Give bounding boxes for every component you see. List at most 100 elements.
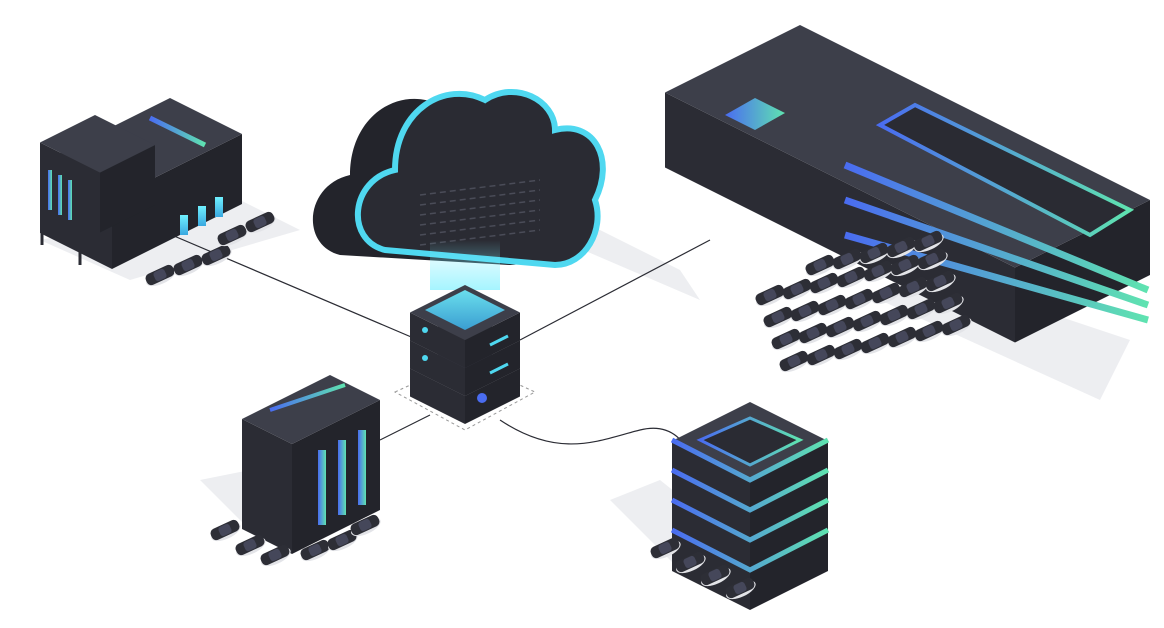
car-roof [153,268,167,282]
office-door [198,206,206,226]
cloud-data-line [419,189,541,206]
data-beam [430,240,500,290]
car-roof [817,276,831,290]
car-roof [860,314,874,328]
car-icon [245,211,276,234]
car-roof [933,274,947,288]
car-icon [650,537,681,560]
car-icon [755,284,786,307]
car-roof [879,286,893,300]
cloud-front [354,88,606,269]
car-roof [243,538,257,552]
cloud-data-line [419,199,541,216]
car-icon [890,254,921,277]
car-roof [868,336,882,350]
data-center-stripe [670,497,830,543]
data-center-stripe [670,467,830,513]
server-led-bar [489,334,509,347]
car-roof [887,308,901,322]
car-roof [925,252,939,266]
car-icon [898,276,929,299]
car-icon [210,519,241,542]
data-center-stripe [670,437,830,483]
car-icon [798,322,829,345]
car-icon [887,326,918,349]
car-roof [867,246,881,260]
car-icon [886,236,917,259]
car-roof [825,298,839,312]
connection-line [159,229,431,346]
car-roof [683,555,697,569]
car-icon [327,529,358,552]
car-icon [173,254,204,277]
car-icon [201,244,232,267]
car-roof [268,548,282,562]
office-building-right-face [112,134,242,269]
server-layer-right-face [465,312,520,368]
data-center-roof [696,416,804,467]
car-roof [906,280,920,294]
car-roof [840,252,854,266]
server-layer-right-face [465,368,520,424]
car-roof [894,240,908,254]
car-roof [914,302,928,316]
car-roof [806,326,820,340]
headquarters-roof-module [725,98,785,130]
office-window [58,175,62,215]
server-top-glow [425,290,505,330]
car-icon [844,288,875,311]
car-icon [700,564,731,587]
car-roof [308,543,322,557]
cloud-data-line [419,179,541,196]
car-icon [879,304,910,327]
server-layer-left-face [410,312,465,368]
tower-window-strip [358,430,366,505]
car-icon [260,544,291,567]
office-building-accent [148,115,207,148]
headquarters-top-face [665,25,1150,268]
connection-line [499,419,701,471]
car-roof [898,258,912,272]
car-roof [814,348,828,362]
server-led [422,327,428,333]
car-icon [675,551,706,574]
connection-line [379,414,431,441]
car-icon [145,264,176,287]
car-icon [832,248,863,271]
car-icon [763,306,794,329]
car-roof [949,318,963,332]
headquarters-stripe [843,196,1150,309]
car-roof [852,292,866,306]
car-roof [813,258,827,272]
car-icon [217,224,248,247]
car-icon [833,338,864,361]
office-door [215,197,223,217]
office-window [68,180,72,220]
car-roof [335,533,349,547]
headquarters-stripe [843,161,1150,294]
car-roof [798,304,812,318]
car-icon [906,298,937,321]
car-icon [925,270,956,293]
car-roof [708,568,722,582]
buildings [40,25,1150,610]
tower-accent [269,383,346,412]
cloud-data-line [419,219,541,236]
car-icon [300,539,331,562]
car-roof [218,523,232,537]
car-roof [895,330,909,344]
car-roof [833,320,847,334]
car-icon [941,314,972,337]
car-icon [871,282,902,305]
tower-window-strip [318,450,326,525]
car-icon [817,294,848,317]
car-icon [914,320,945,343]
cloud-icon [312,88,606,290]
logo-icon [477,393,487,403]
car-roof [225,228,239,242]
car-roof [771,310,785,324]
car-roof [844,270,858,284]
headquarters-right-face [1015,200,1150,343]
car-icon [836,266,867,289]
